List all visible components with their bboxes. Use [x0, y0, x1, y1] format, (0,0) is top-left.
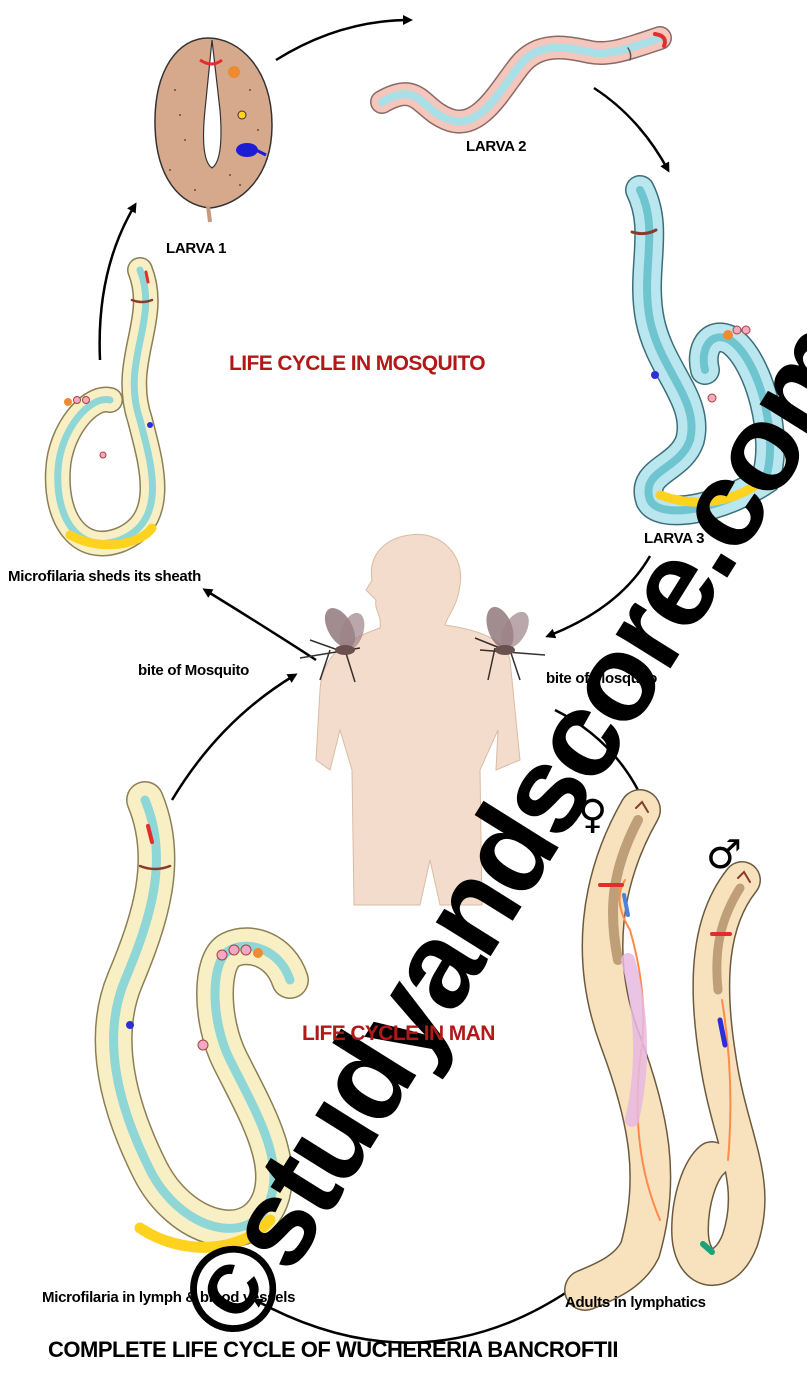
mosquito-cycle-label: LIFE CYCLE IN MOSQUITO	[229, 352, 485, 376]
adults-label: Adults in lymphatics	[565, 1294, 706, 1311]
arrow-larva1-to-larva2	[276, 20, 410, 60]
arrow-microfilaria-to-man	[172, 675, 295, 800]
human-figure	[316, 534, 520, 905]
larva1-label: LARVA 1	[166, 240, 226, 257]
larva3-label: LARVA 3	[644, 530, 704, 547]
sheath-label: Microfilaria sheds its sheath	[8, 568, 201, 585]
larva3-figure	[632, 190, 770, 510]
male-symbol: ♂	[706, 835, 742, 875]
bite-right-label: bite of Mosquito	[546, 670, 657, 687]
man-cycle-label: LIFE CYCLE IN MAN	[302, 1022, 495, 1046]
microfilaria-vessel-figure	[114, 800, 290, 1247]
arrow-adults-to-microfilaria	[255, 1290, 570, 1343]
female-symbol: ♀	[578, 795, 607, 835]
larva2-figure	[382, 34, 665, 122]
male-adult-figure	[690, 872, 750, 1267]
female-adult-figure	[585, 802, 660, 1290]
diagram-title: COMPLETE LIFE CYCLE OF WUCHERERIA BANCRO…	[48, 1337, 618, 1363]
larva2-label: LARVA 2	[466, 138, 526, 155]
bite-left-label: bite of Mosquito	[138, 662, 249, 679]
microfilaria-vessels-label: Microfilaria in lymph & blood vessels	[42, 1289, 295, 1306]
arrow-larva2-to-larva3	[594, 88, 668, 170]
arrow-larva3-to-man	[548, 556, 650, 636]
sheathed-microfilaria-figure	[58, 270, 153, 545]
arrow-man-to-adults	[555, 710, 643, 800]
larva1-figure	[155, 38, 272, 222]
arrow-man-to-sheath	[205, 590, 316, 660]
